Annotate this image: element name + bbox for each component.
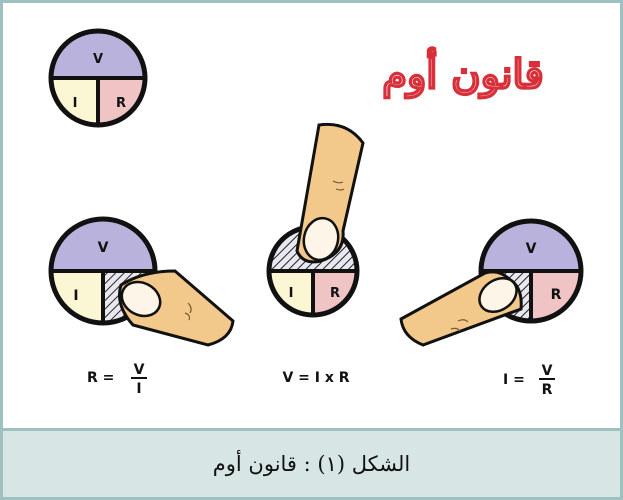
voltage-circle: I R [269, 124, 363, 315]
formula-voltage: V = I x R [282, 370, 349, 386]
finger-icon [297, 124, 363, 263]
resistance-label: R [551, 287, 562, 303]
resistance-label: R [330, 286, 340, 301]
formula-denominator: R [542, 382, 553, 398]
formula-current: I = V R [503, 363, 555, 398]
formula-text: V = I x R [282, 370, 349, 386]
voltage-label: V [526, 241, 537, 257]
resistance-label: R [116, 96, 126, 111]
formula-lhs: R = [87, 370, 114, 386]
formula-numerator: V [134, 362, 145, 378]
reference-circle: V I R [51, 31, 145, 125]
formula-denominator: I [136, 381, 141, 397]
current-label: I [73, 96, 78, 111]
formula-lhs: I = [503, 372, 525, 388]
formula-resistance: R = V I [87, 362, 147, 397]
title: قانون أوم [382, 46, 544, 99]
voltage-label: V [98, 240, 109, 256]
ohms-law-illustration: قانون أوم V I R V I [3, 3, 620, 423]
current-label: I [73, 288, 78, 304]
finger-icon [401, 271, 523, 345]
figure-caption: الشكل (١) : قانون أوم [3, 428, 620, 497]
current-label: I [289, 286, 294, 301]
finger-icon [116, 271, 233, 345]
caption-text: الشكل (١) : قانون أوم [213, 452, 410, 476]
resistance-circle: V I [51, 219, 233, 345]
formula-numerator: V [542, 363, 553, 379]
current-circle: V R [401, 221, 581, 345]
voltage-label: V [93, 52, 103, 67]
